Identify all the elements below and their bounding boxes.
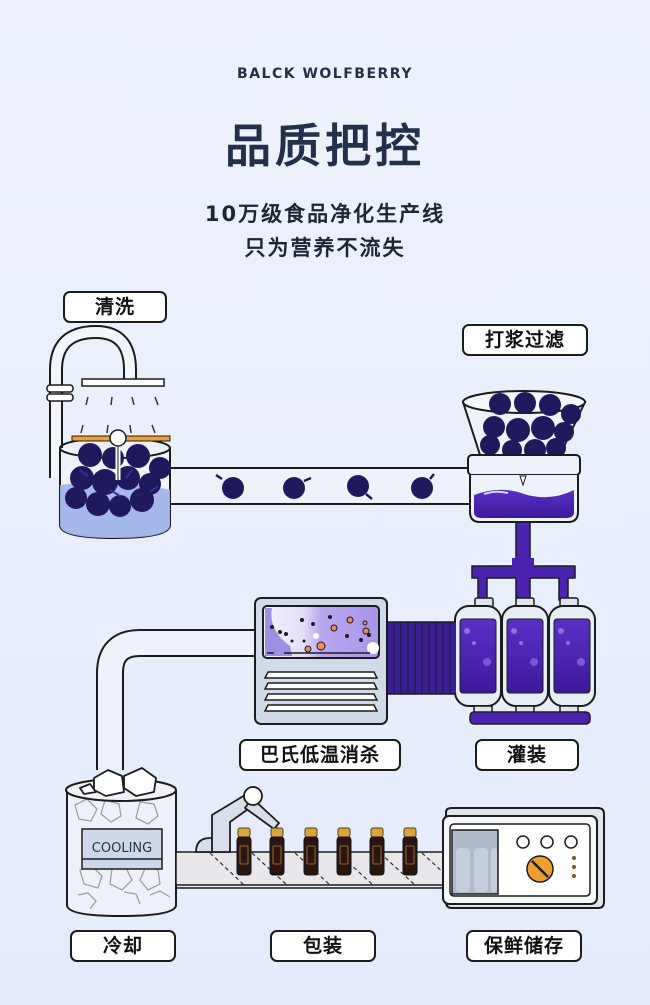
berries-in-tube (215, 473, 435, 500)
bottles (236, 827, 418, 876)
step-label-packaging: 包装 (270, 930, 376, 962)
bottle-icon (269, 827, 285, 876)
step-label-cooling: 冷却 (70, 930, 176, 962)
fresh-storage-cabinet-icon (442, 807, 605, 909)
pasteurizer-icon (254, 597, 388, 725)
berry-icon (283, 476, 312, 499)
cooling-tag-text: COOLING (92, 841, 152, 856)
filling-cylinder (548, 597, 596, 715)
transfer-tube-top (169, 467, 481, 505)
filling-cylinder (501, 597, 549, 715)
bottle-icon (303, 827, 319, 876)
bottle-icon (402, 827, 418, 876)
page-title: 品质把控 (225, 119, 425, 173)
berry-icon (347, 475, 373, 500)
bellows-hose (388, 621, 456, 695)
packaging-conveyor-icon (175, 786, 447, 889)
step-label-filling: 灌装 (475, 739, 579, 771)
pulping-filter-icon (461, 390, 587, 601)
subtitle-line-1: 10万级食品净化生产线 (204, 202, 446, 226)
berry-icon (411, 473, 435, 499)
bottle-icon (336, 827, 352, 876)
step-label-pasteurization: 巴氏低温消杀 (239, 739, 401, 771)
step-label-washing: 清洗 (63, 291, 167, 323)
filling-cylinders-icon (454, 597, 596, 725)
step-label-fresh-storage: 保鲜储存 (466, 930, 582, 962)
brand-name: BALCK WOLFBERRY (237, 66, 413, 82)
step-label-pulping-filtering: 打浆过滤 (462, 324, 588, 356)
filling-cylinder (454, 597, 502, 715)
cooling-tank-icon: COOLING (65, 767, 177, 918)
subtitle-line-2: 只为营养不流失 (244, 236, 406, 260)
bottle-icon (369, 827, 385, 876)
washing-tank-icon (46, 324, 171, 540)
bottle-icon (236, 827, 252, 876)
transfer-pipe-cooling (96, 629, 255, 770)
berry-icon (215, 473, 244, 499)
robot-arm-icon (195, 786, 280, 853)
